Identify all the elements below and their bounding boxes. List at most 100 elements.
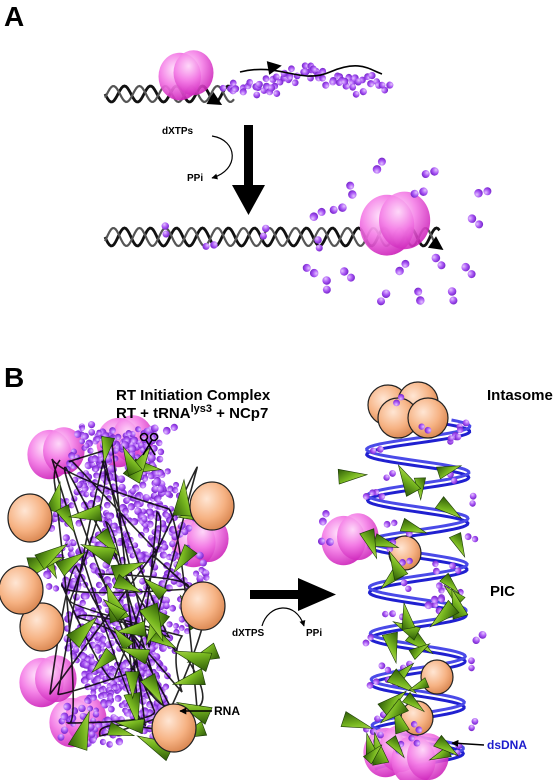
nucleocapsid-molecule <box>317 537 334 546</box>
matrix-protein <box>67 710 90 751</box>
integrase <box>407 397 449 439</box>
nucleocapsid-molecule <box>400 579 412 593</box>
nucleocapsid-molecule <box>45 583 60 592</box>
ppi-label-b: PPi <box>306 628 323 639</box>
nucleocapsid-molecule <box>474 187 492 198</box>
nucleocapsid-molecule <box>74 430 89 440</box>
nucleocapsid-molecule <box>68 540 77 552</box>
reverse-transcriptase <box>158 50 214 101</box>
matrix-protein <box>118 647 151 665</box>
nucleocapsid-molecule <box>421 167 439 179</box>
ppi-label-a: PPi <box>187 173 204 184</box>
reaction-arrow-a <box>232 125 265 215</box>
matrix-protein <box>68 504 103 522</box>
free-nucleocapsid-a <box>302 157 492 306</box>
matrix-protein <box>448 532 466 558</box>
matrix-protein <box>340 711 374 729</box>
nucleocapsid-strand-top <box>219 61 394 99</box>
nucleocapsid-molecule <box>153 478 165 494</box>
integrase <box>0 565 44 615</box>
nucleocapsid-molecule <box>329 203 347 214</box>
nucleocapsid-molecule <box>161 222 170 238</box>
nucleocapsid-molecule <box>395 259 410 276</box>
nucleocapsid-molecule <box>137 551 152 563</box>
nucleocapsid-molecule <box>87 421 96 436</box>
nucleocapsid-molecule <box>83 491 96 498</box>
nucleocapsid-molecule <box>362 489 376 500</box>
nucleocapsid-molecule <box>410 187 428 198</box>
preintegration-complex <box>317 381 487 780</box>
nucleocapsid-molecule <box>432 560 440 575</box>
matrix-protein <box>66 616 98 649</box>
nucleocapsid-molecule <box>57 726 69 741</box>
integrase <box>151 703 197 753</box>
nucleocapsid-molecule <box>141 516 149 529</box>
matrix-protein <box>138 602 164 643</box>
nucleocapsid-molecule <box>399 557 413 566</box>
matrix-protein <box>171 668 206 685</box>
dsdna-label: dsDNA <box>487 738 528 752</box>
matrix-protein <box>140 673 164 706</box>
nucleocapsid-molecule <box>314 236 323 252</box>
nucleocapsid-molecule <box>94 641 106 651</box>
panel-label-b: B <box>4 362 25 393</box>
nucleocapsid-molecule <box>378 81 394 89</box>
panel-label-a: A <box>4 1 25 32</box>
matrix-protein <box>386 668 418 694</box>
nucleocapsid-molecule <box>431 253 446 270</box>
integrase <box>420 659 454 695</box>
matrix-protein <box>388 550 409 581</box>
nucleocapsid-molecule <box>449 562 462 574</box>
matrix-protein <box>101 436 116 464</box>
nucleocapsid-molecule <box>372 157 386 174</box>
matrix-protein <box>408 643 431 660</box>
matrix-protein <box>114 620 147 637</box>
nucleocapsid-molecule <box>79 438 90 449</box>
dxtps-label-a: dXTPs <box>162 126 194 137</box>
nucleocapsid-molecule <box>132 542 141 554</box>
matrix-protein <box>124 671 140 700</box>
matrix-protein <box>402 691 426 713</box>
helix-direction-arrowhead <box>427 236 444 251</box>
matrix-protein <box>45 481 62 514</box>
helix-direction-arrowhead <box>266 61 282 75</box>
integrase <box>7 493 53 543</box>
trna-superscript: lys3 <box>190 403 213 415</box>
nucleocapsid-molecule <box>447 287 458 305</box>
nucleocapsid-molecule <box>346 181 357 199</box>
matrix-protein <box>172 543 198 574</box>
nucleocapsid-molecule <box>339 267 355 282</box>
nucleocapsid-molecule <box>118 702 129 714</box>
rna-label: RNA <box>214 704 240 718</box>
matrix-protein <box>172 478 192 517</box>
matrix-protein <box>172 650 213 672</box>
matrix-protein <box>385 735 405 759</box>
complex-title-line1: RT Initiation Complex <box>116 387 271 404</box>
nucleocapsid-molecule <box>322 276 331 294</box>
nucleocapsid-molecule <box>424 595 439 610</box>
matrix-protein <box>401 601 416 630</box>
matrix-protein <box>114 718 145 734</box>
dsdna-coil <box>364 418 472 771</box>
matrix-protein <box>397 464 422 497</box>
nucleocapsid-molecule <box>352 88 367 98</box>
reverse-transcriptase <box>19 655 77 708</box>
nucleocapsid-molecule <box>469 492 477 507</box>
matrix-protein <box>381 631 398 665</box>
matrix-protein <box>362 744 383 765</box>
nucleocapsid-molecule <box>467 214 484 229</box>
nucleocapsid-molecule <box>418 423 432 434</box>
matrix-protein <box>122 445 143 477</box>
nucleocapsid-molecule <box>377 289 391 306</box>
nucleocapsid-molecule <box>193 566 205 577</box>
reaction-arrow-b <box>250 578 336 611</box>
nucleocapsid-molecule <box>464 533 479 543</box>
nucleocapsid-molecule <box>94 429 102 442</box>
nucleocapsid-molecule <box>447 433 462 442</box>
intasome-label: Intasome <box>487 387 553 404</box>
nucleocapsid-molecule <box>202 241 218 250</box>
reverse-transcriptase <box>359 191 431 256</box>
nucleocapsid-molecule <box>378 662 392 674</box>
integrase <box>189 481 235 531</box>
